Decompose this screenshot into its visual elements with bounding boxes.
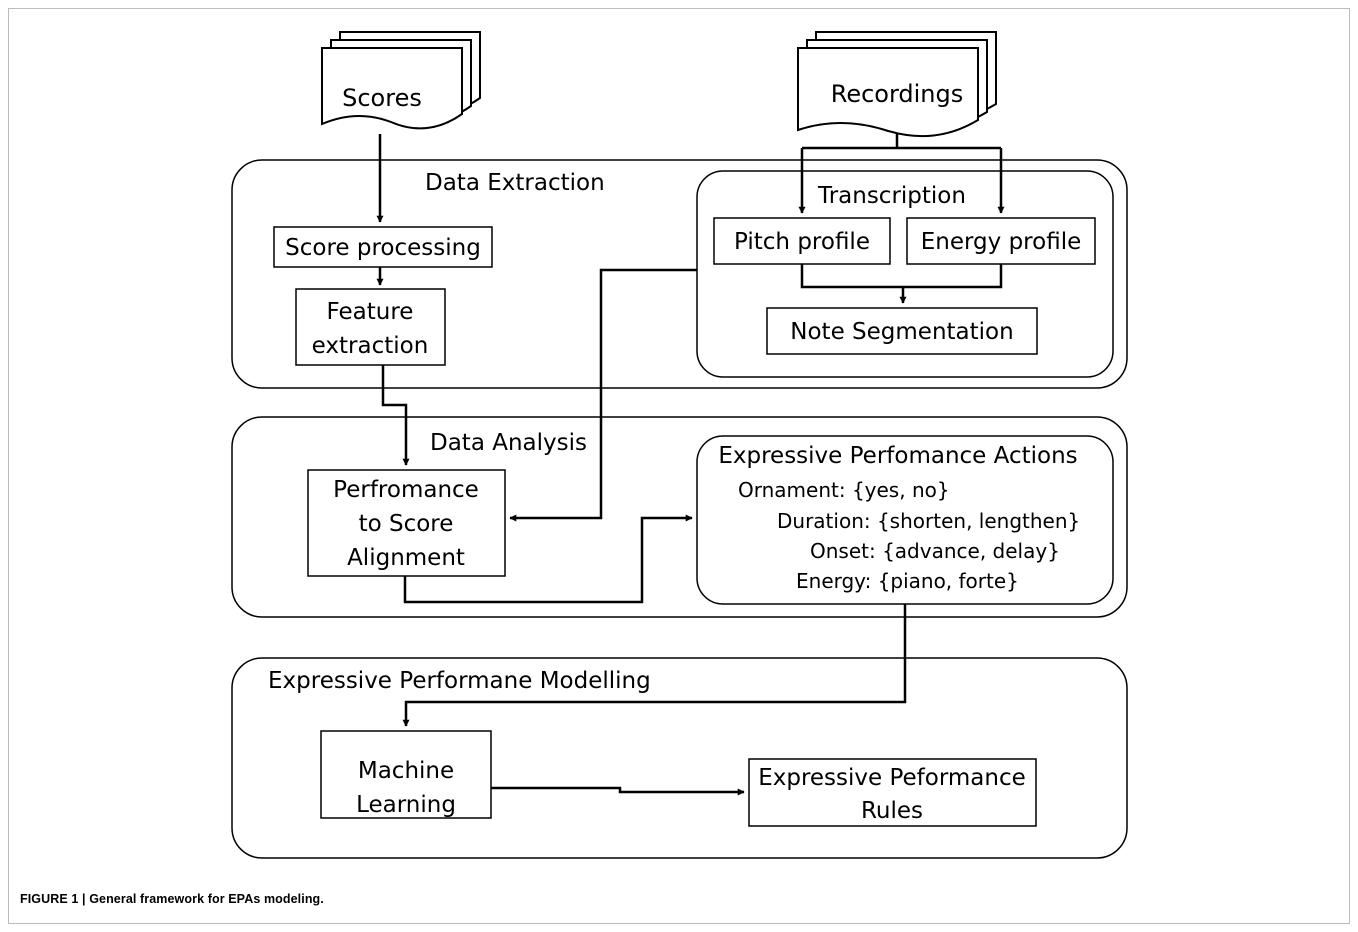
rules-line-2: Rules: [861, 798, 923, 824]
note-segmentation-label: Note Segmentation: [790, 319, 1013, 345]
feature-extraction-box: Feature extraction: [295, 288, 446, 366]
arrow-epa-to-machine-learning: [402, 604, 907, 727]
epa-box: Expressive Perfomance Actions Ornament: …: [696, 435, 1114, 605]
modelling-title: Expressive Performane Modelling: [268, 668, 651, 694]
scores-doc-front: [321, 47, 463, 130]
scores-document-stack: Scores: [321, 31, 481, 130]
connector-recordings-split: [802, 133, 1001, 150]
arrow-transcription-to-alignment: [509, 268, 697, 522]
recordings-document-stack: Recordings: [797, 31, 997, 138]
scores-label: Scores: [342, 84, 422, 112]
recordings-doc-front: [797, 47, 979, 138]
data-extraction-section: [231, 159, 1128, 389]
transcription-box: [696, 170, 1114, 378]
alignment-box: Perfromance to Score Alignment: [307, 469, 506, 577]
note-segmentation-box: [766, 307, 1038, 355]
figure-frame: [8, 8, 1350, 924]
feature-extraction-line-1: Feature: [327, 299, 414, 325]
rules-line-1: Expressive Peformance: [758, 765, 1026, 791]
alignment-line-3: Alignment: [347, 545, 465, 571]
energy-profile-label: Energy profile: [921, 229, 1081, 255]
transcription-group: Transcription Pitch profile Energy profi…: [696, 170, 1114, 378]
score-processing-box: Score processing: [273, 226, 493, 268]
modelling-section: [231, 657, 1128, 859]
energy-profile-box: [906, 217, 1096, 265]
transcription-title: Transcription: [817, 183, 966, 209]
machine-learning-box: Machine Learning: [320, 730, 492, 819]
arrow-feature-extraction-to-alignment: [381, 365, 410, 466]
score-processing-label: Score processing: [285, 235, 481, 261]
pitch-profile-box: [713, 217, 891, 265]
feature-extraction-line-2: extraction: [312, 333, 429, 359]
data-extraction-title: Data Extraction: [425, 170, 605, 196]
machine-learning-line-1: Machine: [358, 758, 454, 784]
arrow-machine-learning-to-rules: [491, 786, 745, 796]
pitch-profile-label: Pitch profile: [734, 229, 870, 255]
alignment-line-2: to Score: [359, 511, 454, 537]
arrow-alignment-to-epa: [403, 514, 693, 604]
epa-item: Onset: {advance, delay}: [810, 539, 1060, 563]
figure-caption: FIGURE 1 | General framework for EPAs mo…: [20, 892, 324, 906]
epa-item: Duration: {shorten, lengthen}: [777, 509, 1080, 533]
epa-title: Expressive Perfomance Actions: [718, 443, 1077, 469]
epa-item: Ornament: {yes, no}: [738, 478, 950, 502]
machine-learning-line-2: Learning: [356, 792, 456, 818]
epa-item: Energy: {piano, forte}: [796, 569, 1019, 593]
rules-box: Expressive Peformance Rules: [748, 758, 1037, 827]
recordings-label: Recordings: [831, 80, 964, 108]
data-analysis-title: Data Analysis: [430, 430, 587, 456]
connectors: [376, 133, 1005, 796]
connector-profiles-merge: [800, 264, 1003, 289]
data-analysis-section: [231, 416, 1128, 618]
alignment-line-1: Perfromance: [333, 477, 479, 503]
